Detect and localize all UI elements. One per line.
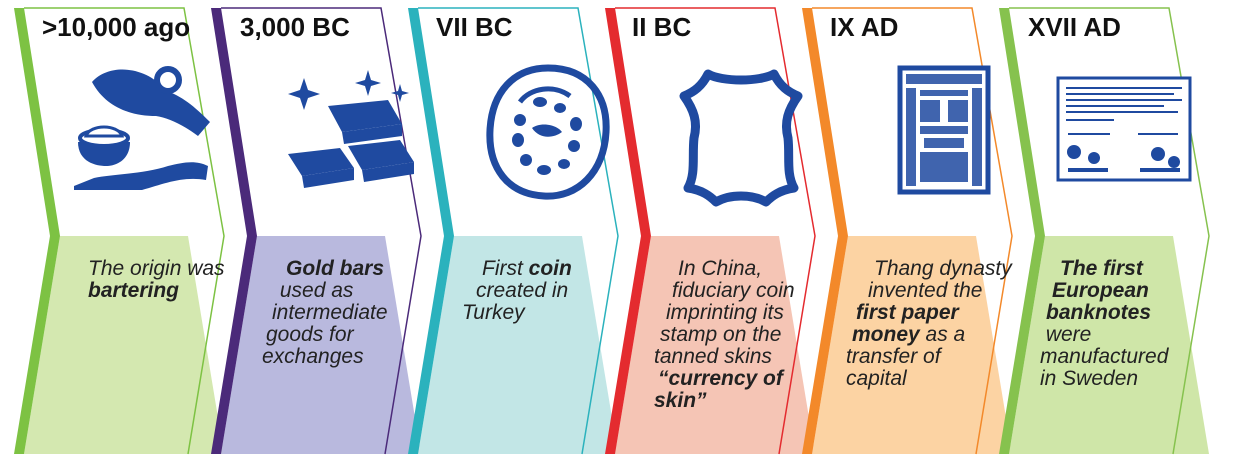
- chevron-outline-2: [221, 7, 422, 455]
- chevron-body-2: [221, 236, 421, 454]
- era-label-5: IX AD: [830, 12, 899, 42]
- chevron-outline-4: [615, 7, 816, 455]
- description-line: invented the: [868, 279, 983, 302]
- description-line: stamp on the: [660, 323, 782, 346]
- description-line: “currency of: [658, 367, 783, 390]
- paper-money-icon: [897, 65, 991, 195]
- chevron-body-6: [1009, 236, 1209, 454]
- description-line: capital: [846, 367, 907, 390]
- description-line: Turkey: [462, 301, 525, 324]
- description-3: First coin created in Turkey: [462, 258, 632, 324]
- chevron-outline-3: [418, 7, 619, 455]
- chevron-stripe-1: [14, 8, 60, 454]
- description-line: created in: [476, 279, 569, 302]
- description-line: skin”: [654, 389, 707, 412]
- description-line: First coin: [482, 257, 572, 280]
- chevron-stripe-6: [999, 8, 1045, 454]
- description-line: manufactured: [1040, 345, 1169, 368]
- description-line: money as a: [852, 323, 966, 346]
- description-line: banknotes: [1046, 301, 1152, 324]
- description-line: European: [1052, 279, 1149, 302]
- description-line: in Sweden: [1040, 367, 1139, 390]
- era-label-1: >10,000 ago: [42, 12, 191, 42]
- description-line: goods for: [266, 323, 354, 346]
- description-line: The origin was: [88, 257, 225, 280]
- chevron-stripe-2: [211, 8, 257, 454]
- chevron-outline-5: [812, 7, 1013, 455]
- leather-skin-icon: [679, 69, 803, 207]
- chevron-stripe-3: [408, 8, 454, 454]
- description-line: imprinting its: [666, 301, 784, 324]
- chevron-body-1: [24, 236, 224, 454]
- era-label-6: XVII AD: [1028, 12, 1121, 42]
- era-label-4: II BC: [632, 12, 692, 42]
- description-line: were: [1040, 323, 1092, 346]
- barter-hands-icon: [74, 66, 210, 190]
- description-line: used as: [274, 279, 354, 302]
- description-line: tanned skins: [654, 345, 772, 368]
- description-5: Thang dynasty invented the first paper m…: [846, 258, 1016, 390]
- description-line: intermediate: [272, 301, 388, 324]
- description-line: first paper: [856, 301, 959, 324]
- description-line: transfer of: [846, 345, 941, 368]
- banknote-document-icon: [1056, 76, 1192, 182]
- description-2: Gold bars used as intermediate goods for…: [262, 258, 432, 368]
- chevron-stripe-5: [802, 8, 848, 454]
- chevron-body-4: [615, 236, 815, 454]
- chevron-stripe-4: [605, 8, 651, 454]
- era-label-2: 3,000 BC: [240, 12, 350, 42]
- description-line: fiduciary coin: [672, 279, 795, 302]
- era-label-3: VII BC: [436, 12, 513, 42]
- description-line: bartering: [88, 279, 180, 302]
- description-line: The first: [1060, 257, 1143, 280]
- description-line: In China,: [678, 257, 763, 280]
- description-4: In China, fiduciary coin imprinting its …: [654, 258, 814, 412]
- description-line: exchanges: [262, 345, 364, 368]
- description-6: The first European banknotes were manufa…: [1040, 258, 1210, 390]
- chevron-body-5: [812, 236, 1012, 454]
- chevron-body-3: [418, 236, 618, 454]
- description-line: Gold bars: [286, 257, 385, 280]
- gold-bars-icon: [288, 70, 414, 188]
- description-line: Thang dynasty: [874, 257, 1012, 280]
- ancient-coin-icon: [486, 64, 610, 200]
- description-1: The origin was bartering: [88, 258, 248, 302]
